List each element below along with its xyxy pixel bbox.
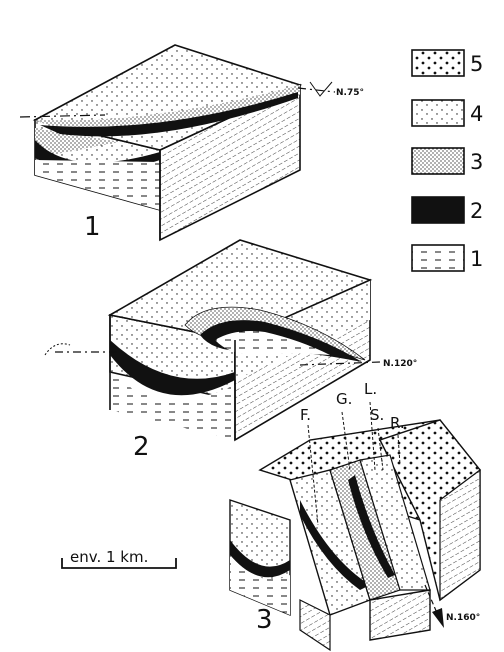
fault-label-g: G. bbox=[336, 390, 352, 408]
fault-label-l: L. bbox=[364, 380, 377, 398]
legend-item-1: 1 bbox=[411, 244, 483, 272]
block-3-label: 3 bbox=[256, 605, 273, 635]
legend-item-5: 5 bbox=[411, 49, 483, 77]
block-2-azimuth: N.120° bbox=[383, 359, 417, 369]
legend-swatch-4 bbox=[411, 99, 465, 127]
legend-label-3: 3 bbox=[470, 150, 483, 174]
scale-bar-label: env. 1 km. bbox=[70, 548, 148, 566]
fault-label-r: R. bbox=[390, 414, 405, 432]
legend-swatch-5 bbox=[411, 49, 465, 77]
block-2: N.120° 2 bbox=[44, 239, 417, 462]
block-1-azimuth: N.75° bbox=[336, 88, 364, 98]
legend-label-1: 1 bbox=[470, 247, 483, 271]
scale-bar: env. 1 km. bbox=[61, 548, 177, 569]
legend-swatch-1 bbox=[411, 244, 465, 272]
block-1-label: 1 bbox=[84, 212, 101, 242]
legend-item-2: 2 bbox=[411, 196, 483, 224]
block-1: N.75° 1 bbox=[19, 44, 364, 242]
block-3-azimuth: N.160° bbox=[446, 613, 480, 623]
legend: 5 4 3 2 1 bbox=[411, 49, 483, 272]
fault-label-f: F. bbox=[300, 406, 311, 424]
legend-label-4: 4 bbox=[470, 102, 483, 126]
fault-label-s: S. bbox=[370, 406, 384, 424]
legend-label-2: 2 bbox=[470, 199, 483, 223]
legend-label-5: 5 bbox=[470, 52, 483, 76]
legend-item-4: 4 bbox=[411, 99, 483, 127]
legend-item-3: 3 bbox=[411, 147, 483, 175]
block-3: F. G. L. S. R. N.160° 3 bbox=[229, 380, 481, 652]
legend-swatch-2 bbox=[411, 196, 465, 224]
block-2-label: 2 bbox=[133, 432, 150, 462]
legend-swatch-3 bbox=[411, 147, 465, 175]
